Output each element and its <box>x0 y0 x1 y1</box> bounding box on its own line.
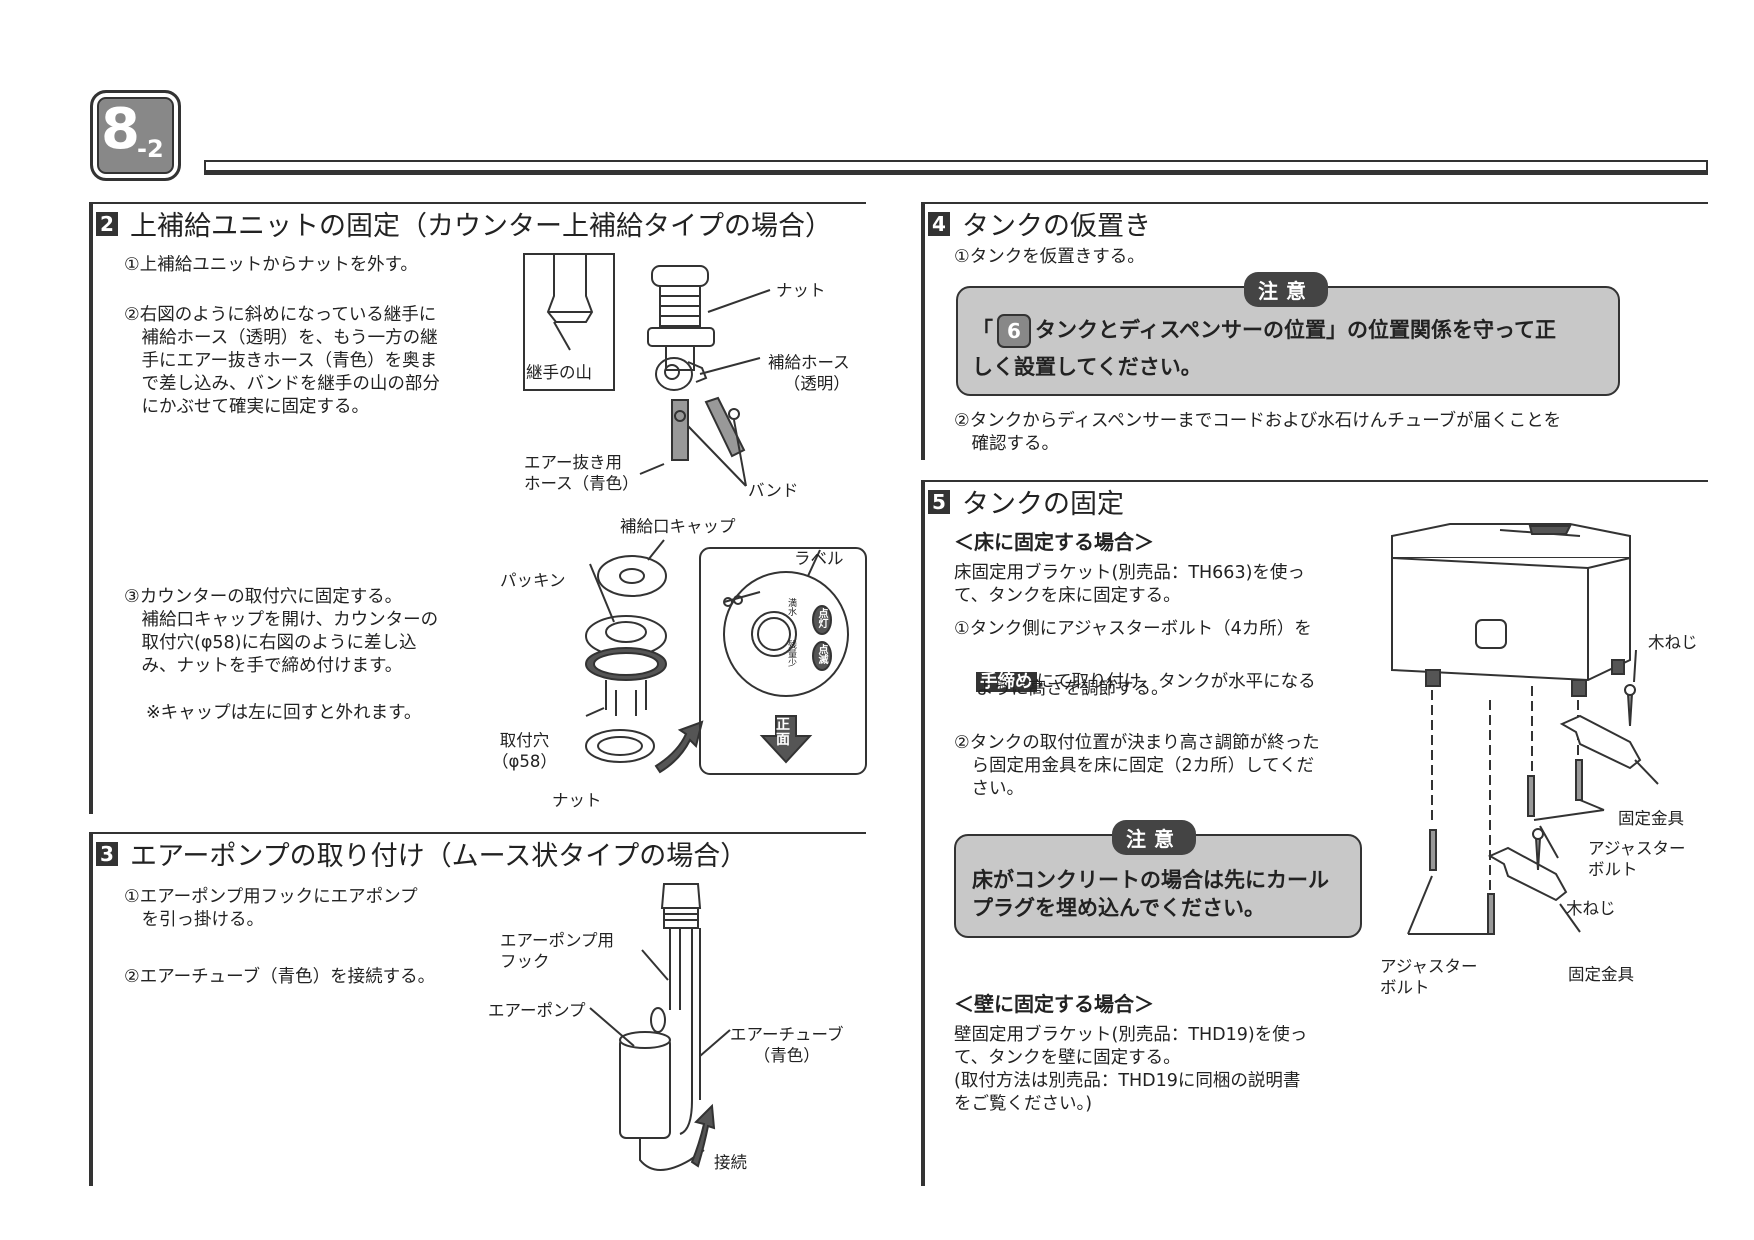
sec2-figure1 <box>523 253 771 487</box>
sec4-top-rule <box>922 202 1708 204</box>
label-lit: 点灯 <box>816 608 827 628</box>
sec4-caution-line2: しく設置してください。 <box>972 355 1202 379</box>
label-front: 正 面 <box>776 717 790 748</box>
label-blink: 点滅 <box>816 644 827 664</box>
sec2-figure2 <box>585 539 867 775</box>
sec4-heading: 4 タンクの仮置き <box>928 204 1151 243</box>
label-pump-hook: エアーポンプ用 フック <box>500 931 615 971</box>
label-supply-hose: 補給ホース （透明） <box>768 353 850 393</box>
sec2-number: 2 <box>96 211 118 236</box>
sec3-step1: ①エアーポンプ用フックにエアポンプ を引っ掛ける。 <box>124 887 418 930</box>
label-wood-screw-2: 木ねじ <box>1566 899 1616 918</box>
label-packing: パッキン <box>500 571 566 590</box>
label-connect: 接続 <box>714 1153 747 1172</box>
chapter-badge: 8 -2 <box>90 90 181 181</box>
sec3-top-rule <box>90 832 866 834</box>
floor-heading: ＜床に固定する場合＞ <box>954 530 1154 554</box>
wall-heading: ＜壁に固定する場合＞ <box>954 992 1154 1016</box>
sec5-caution-tag: 注意 <box>1112 820 1196 855</box>
sec5-title: タンクの固定 <box>962 489 1124 520</box>
chapter-sub-number: -2 <box>137 135 164 163</box>
sec3-step2: ②エアーチューブ（青色）を接続する。 <box>124 967 436 987</box>
floor-intro: 床固定用ブラケット(別売品：TH663)を使っ て、タンクを床に固定する。 <box>954 563 1305 606</box>
sec2-top-rule <box>90 202 866 204</box>
sec2-step2: ②右図のように斜めになっている継手に 補給ホース（透明）を、もう一方の継 手にエ… <box>124 305 440 417</box>
sec4-side-rule <box>921 202 925 460</box>
label-bracket-1: 固定金具 <box>1618 809 1684 828</box>
chapter-number: 8 <box>101 97 140 162</box>
sec4-step1: ①タンクを仮置きする。 <box>954 247 1145 267</box>
sec3-heading: 3 エアーポンプの取り付け（ムース状タイプの場合） <box>96 834 747 873</box>
sec5-top-rule <box>922 480 1708 482</box>
sec5-heading: 5 タンクの固定 <box>928 482 1124 521</box>
sec2-heading: 2 上補給ユニットの固定（カウンター上補給タイプの場合） <box>96 204 832 243</box>
header-rule-shadow <box>204 172 1708 175</box>
sec3-figure <box>589 883 731 1171</box>
label-bracket-2: 固定金具 <box>1568 965 1634 984</box>
label-cap: 補給口キャップ <box>620 517 736 536</box>
label-wood-screw-1: 木ねじ <box>1648 633 1698 652</box>
label-band: バンド <box>748 481 799 500</box>
label-adjuster-1: アジャスター ボルト <box>1588 839 1686 879</box>
label-pump: エアーポンプ <box>488 1001 586 1020</box>
sec3-title: エアーポンプの取り付け（ムース状タイプの場合） <box>130 841 748 872</box>
floor-step2: ②タンクの取付位置が決まり高さ調節が終った ら固定用金具を床に固定（2カ所）して… <box>954 733 1320 799</box>
sec2-step3: ③カウンターの取付穴に固定する。 補給口キャップを開け、カウンターの 取付穴(φ… <box>124 587 439 676</box>
hand-tighten-tag: 手締め <box>976 672 1037 692</box>
wall-text: 壁固定用ブラケット(別売品：THD19)を使っ て、タンクを壁に固定する。 (取… <box>954 1025 1308 1114</box>
sec5-tank-figure <box>1391 523 1659 935</box>
sec4-title: タンクの仮置き <box>962 211 1151 242</box>
floor-step1-c: ように高さを調節する。 <box>976 679 1169 699</box>
sec2-note: ※キャップは左に回すと外れます。 <box>146 703 422 723</box>
sec3-number: 3 <box>96 841 118 866</box>
label-low: 残量少 <box>786 640 796 667</box>
floor-step1-a: ①タンク側にアジャスターボルト（4カ所）を <box>954 619 1312 639</box>
label-nut-2: ナット <box>552 791 602 810</box>
label-nut-1: ナット <box>776 281 826 300</box>
label-air-hose: エアー抜き用 ホース（青色） <box>524 453 639 493</box>
sec2-step1: ①上補給ユニットからナットを外す。 <box>124 255 418 275</box>
label-label: ラベル <box>794 549 844 568</box>
caution-text: タンクとディスペンサーの位置」の位置関係を守って正 <box>1035 318 1557 342</box>
sec5-side-rule <box>921 480 925 1186</box>
sec2-title: 上補給ユニットの固定（カウンター上補給タイプの場合） <box>130 211 832 242</box>
sec4-step2: ②タンクからディスペンサーまでコードおよび水石けんチューブが届くことを 確認する… <box>954 411 1562 454</box>
label-joint-peak: 継手の山 <box>526 363 592 382</box>
sec5-number: 5 <box>928 489 950 514</box>
label-adjuster-2: アジャスター ボルト <box>1380 957 1478 997</box>
ref-section-6[interactable]: 6 <box>997 314 1031 348</box>
header-rule <box>204 160 1708 172</box>
label-hole: 取付穴 （φ58） <box>492 731 557 771</box>
floor-step1-line2: 手締めにて取り付け、タンクが水平になる <box>976 648 1316 694</box>
label-tube: エアーチューブ （青色） <box>730 1025 844 1065</box>
floor-step1-b: にて取り付け、タンクが水平になる <box>1036 672 1316 692</box>
label-full: 満水 <box>786 598 796 616</box>
sec4-number: 4 <box>928 211 950 236</box>
sec3-side-rule <box>89 832 93 1186</box>
sec2-side-rule <box>89 202 93 814</box>
sec5-caution-text: 床がコンクリートの場合は先にカール プラグを埋め込んでください。 <box>972 868 1329 920</box>
caution-quote-open: 「 <box>972 318 993 342</box>
sec4-caution-tag: 注意 <box>1244 272 1328 307</box>
